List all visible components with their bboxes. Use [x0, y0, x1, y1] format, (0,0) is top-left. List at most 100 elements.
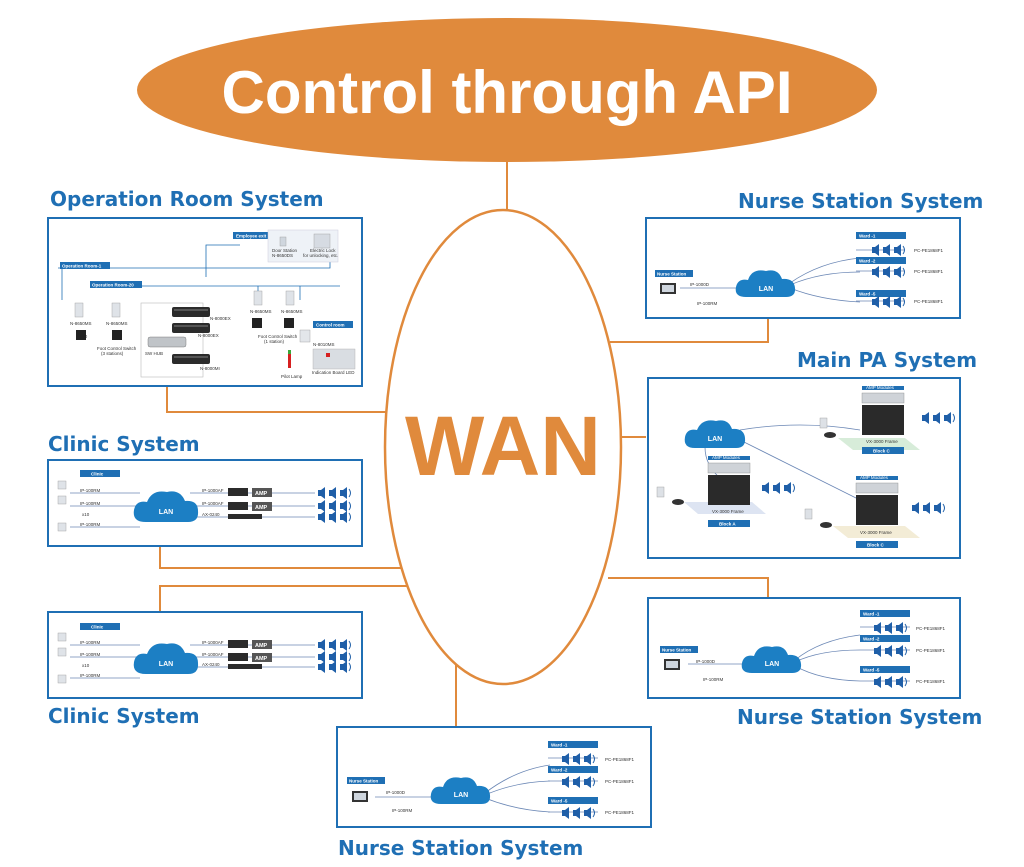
door-station-model: N-8650DS [272, 253, 293, 258]
api-banner: Control through API [137, 18, 877, 162]
electric-lock-label: Electric Lock [310, 248, 336, 253]
pc-label-2: PC-PE1868F1 [605, 779, 635, 784]
ip-rm-label-2: IP-100RM [80, 652, 101, 657]
ward-1-label: Ward -1 [863, 612, 880, 617]
amp-label-2: AMP [255, 505, 268, 511]
block-c-label-1: Block C [873, 449, 891, 454]
ip-label-1: IP-1000D [386, 790, 406, 795]
control-room-label: Control room [316, 323, 345, 328]
pc-label-3: PC-PE1868F1 [605, 810, 635, 815]
ms-label-3: N-8650MS [250, 309, 272, 314]
door-station-label: Door Station [272, 248, 298, 253]
pc-label-1: PC-PE1868F1 [916, 626, 946, 631]
clinic-title-bottom: Clinic System [48, 704, 200, 728]
pc-label-1: PC-PE1868F1 [914, 248, 944, 253]
lan-label: LAN [765, 661, 779, 668]
ip-rm-label-3: IP-100RM [80, 522, 101, 527]
lan-label: LAN [759, 286, 773, 293]
ex-label-1: N-8000EX [210, 316, 231, 321]
ip-af-label-1: IP-1000AF [202, 488, 224, 493]
amp-modules-label-a: AMP Modules [712, 455, 741, 460]
clinic-panel-bottom: Clinic IP-100RM IP-100RM x10 IP-100RM LA… [47, 611, 363, 699]
pc-label-2: PC-PE1868F1 [914, 269, 944, 274]
ms-label-1: N-8650MS [70, 321, 92, 326]
clinic-label: Clinic [91, 625, 104, 630]
ax-label: AX-0240 [202, 662, 220, 667]
lan-label: LAN [159, 661, 173, 668]
employee-exit-label: Employee exit [236, 234, 267, 239]
wan-label: WAN [405, 399, 601, 493]
electric-lock-note: for unlocking, etc. [303, 253, 338, 258]
cloud-icon: LAN [133, 643, 199, 674]
block-a-label: Block A [719, 522, 736, 527]
cloud-icon: LAN [133, 491, 199, 522]
ip-rm-label-3: IP-100RM [80, 673, 101, 678]
pc-label-3: PC-PE1868F1 [914, 299, 944, 304]
cloud-icon: LAN [684, 420, 746, 448]
ip-af-label-2: IP-1000AF [202, 652, 224, 657]
x10-label: x10 [82, 512, 90, 517]
main-pa-panel: LAN AMP Modules VX-3000 Frame Block C AM… [647, 377, 961, 559]
pilot-lamp-label: Pilot Lamp [281, 374, 303, 379]
frame-label-c1: VX-3000 Frame [866, 439, 898, 444]
block-c-label-2: Block C [867, 543, 885, 548]
nurse-station-title-right: Nurse Station System [737, 705, 983, 729]
wan-core: WAN [383, 208, 623, 686]
operation-room-panel: Employee exit Door Station N-8650DS Elec… [47, 217, 363, 387]
sw-hub-label: SW HUB [145, 351, 163, 356]
nurse-station-title-top: Nurse Station System [738, 189, 984, 213]
ward-5-label: Ward -5 [859, 292, 876, 297]
operation-room-title: Operation Room System [50, 187, 324, 211]
amp-modules-label-c2: AMP Modules [860, 475, 889, 480]
ms-control-label: N-8010MS [313, 342, 335, 347]
mix-label: N-8000MI [200, 366, 220, 371]
nurse-station-title-bottom: Nurse Station System [338, 836, 584, 860]
nurse-station-label: Nurse Station [662, 648, 692, 653]
ward-2-label: Ward -2 [859, 259, 876, 264]
pc-label-2: PC-PE1868F1 [916, 648, 946, 653]
ms-label-2: N-8650MS [106, 321, 128, 326]
ward-1-label: Ward -1 [859, 234, 876, 239]
ward-5-label: Ward -5 [863, 668, 880, 673]
ax-label: AX-0240 [202, 512, 220, 517]
ward-2-label: Ward -2 [551, 768, 568, 773]
main-pa-title: Main PA System [797, 348, 978, 372]
operation-room-1-label: Operation Room-1 [62, 264, 102, 269]
amp-modules-label-c1: AMP Modules [866, 385, 895, 390]
clinic-title-top: Clinic System [48, 432, 200, 456]
foot-switch-note-2: (1 station) [264, 339, 285, 344]
ip-label-2: IP-100RM [697, 301, 718, 306]
ip-label-2: IP-100RM [392, 808, 413, 813]
ip-af-label-2: IP-1000AF [202, 501, 224, 506]
operation-room-20-label: Operation Room-20 [92, 283, 134, 288]
amp-label-2: AMP [255, 656, 268, 662]
ward-2-label: Ward -2 [863, 637, 880, 642]
clinic-label: Clinic [91, 472, 104, 477]
ex-label-2: N-8000EX [198, 333, 219, 338]
ip-rm-label-1: IP-100RM [80, 488, 101, 493]
lan-label: LAN [454, 792, 468, 799]
lan-label: LAN [159, 509, 173, 516]
pc-label-3: PC-PE1868F1 [916, 679, 946, 684]
foot-switch-label-2: Foot Control Switch [258, 334, 298, 339]
nurse-station-label: Nurse Station [349, 779, 379, 784]
nurse-station-panel-top: Ward -1 Ward -2 Ward -5 PC-PE1868F1 PC-P… [645, 217, 961, 319]
cloud-icon: LAN [735, 270, 796, 297]
nurse-station-panel-bottom: Ward -1 Ward -2 Ward -5 PC-PE1868F1 PC-P… [336, 726, 652, 828]
nurse-station-label: Nurse Station [657, 272, 687, 277]
ip-label-2: IP-100RM [703, 677, 724, 682]
cloud-icon: LAN [430, 777, 491, 804]
nurse-station-panel-right: Ward -1 Ward -2 Ward -5 PC-PE1868F1 PC-P… [647, 597, 961, 699]
cloud-icon: LAN [741, 646, 802, 673]
pc-label-1: PC-PE1868F1 [605, 757, 635, 762]
lan-label: LAN [708, 436, 722, 443]
foot-switch-label-1: Foot Control Switch [97, 346, 137, 351]
ip-label-1: IP-1000D [696, 659, 716, 664]
indication-board-label: Indication Board LED [312, 370, 355, 375]
amp-label-1: AMP [255, 491, 268, 497]
frame-label-c2: VX-3000 Frame [860, 530, 892, 535]
ip-rm-label-2: IP-100RM [80, 501, 101, 506]
x10-label: x10 [82, 663, 90, 668]
foot-switch-note-1: (3 stations) [101, 351, 124, 356]
